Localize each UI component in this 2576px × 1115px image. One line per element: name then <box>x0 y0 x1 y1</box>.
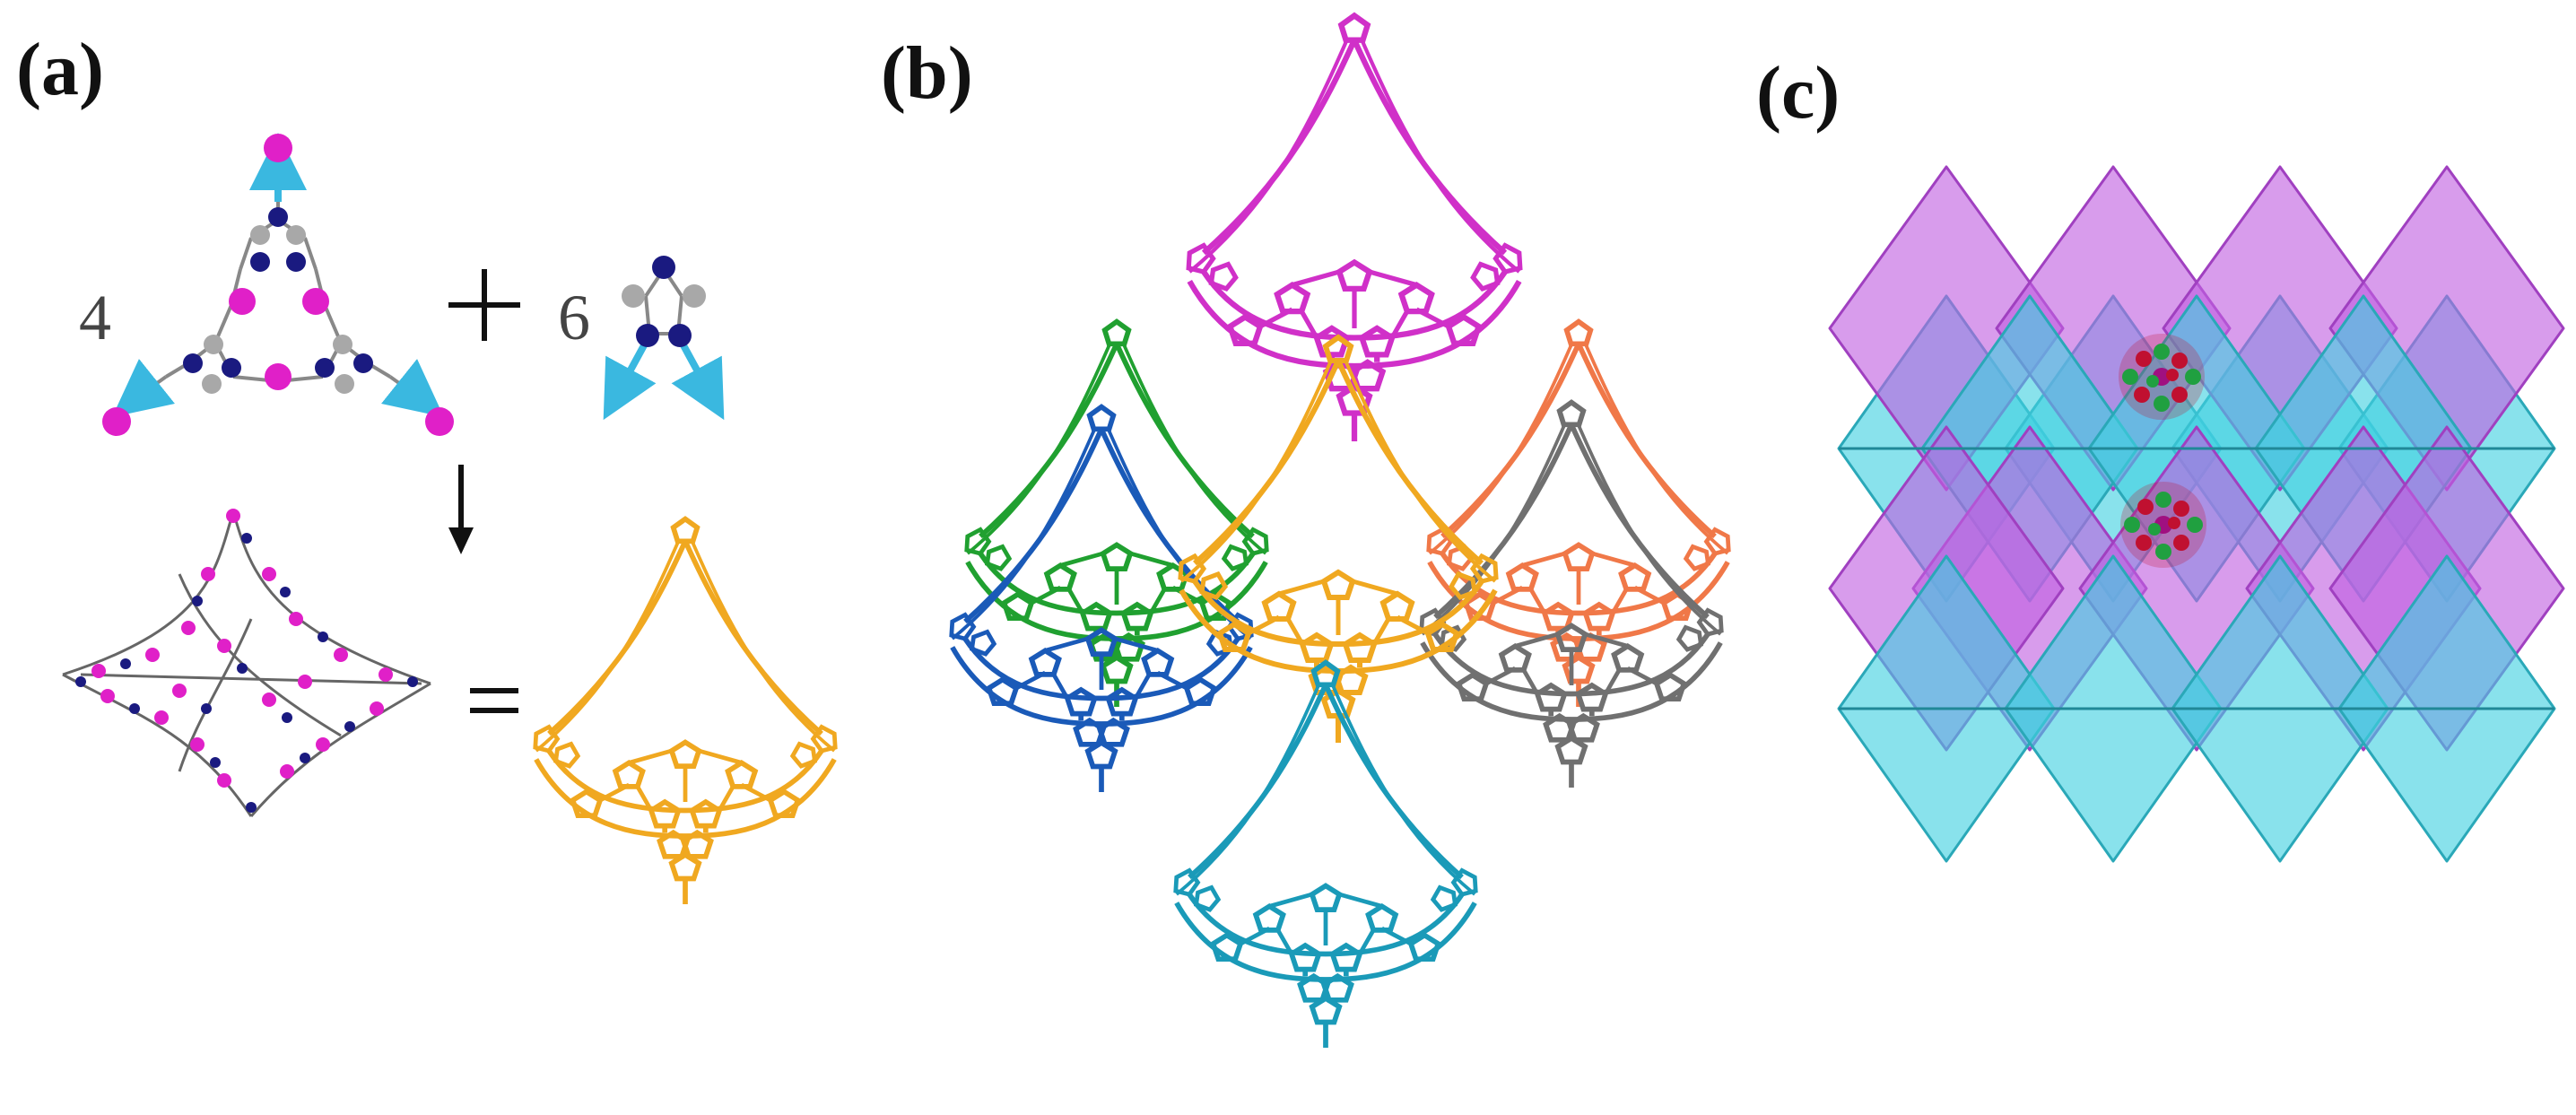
ball-stick-cage <box>62 509 431 817</box>
coefficient-ligand: 4 <box>79 282 111 353</box>
coefficient-triazolate: 6 <box>558 282 590 353</box>
panel-b <box>952 15 1728 1048</box>
plus-icon <box>448 269 520 341</box>
triangular-ligand <box>102 133 454 436</box>
guest-molecule-upper <box>2119 334 2205 420</box>
panel-label-b: (b) <box>881 31 973 115</box>
panel-a <box>62 133 835 904</box>
cage-bottom-cyan <box>1176 663 1475 1048</box>
panel-label-a: (a) <box>16 28 104 111</box>
down-arrow-icon <box>448 465 474 554</box>
panel-label-c: (c) <box>1756 51 1841 135</box>
equals-icon <box>470 688 518 713</box>
guest-molecule-lower <box>2120 482 2206 568</box>
panel-c <box>1828 165 2565 863</box>
stick-cage-a <box>535 519 835 904</box>
triazolate-ligand <box>603 256 725 421</box>
cage-left-green <box>967 322 1266 707</box>
